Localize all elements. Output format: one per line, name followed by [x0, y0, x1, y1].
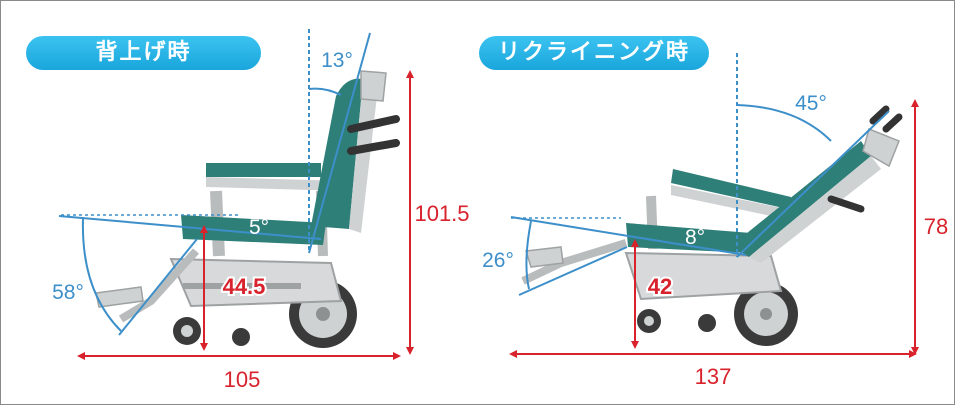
angle-label-seat-upright: 5°: [249, 216, 269, 239]
seat-height-upright: 44.5: [223, 274, 266, 299]
dimension-lines-upright: [77, 70, 414, 360]
angle-label-back-reclined: 45°: [795, 92, 827, 115]
panel-title-reclined: リクライニング時: [479, 36, 709, 70]
angle-label-back-upright: 13°: [321, 49, 353, 72]
total-length-reclined: 137: [695, 364, 732, 389]
angle-guides-upright: [58, 29, 371, 336]
angle-label-seat-reclined: 8°: [685, 226, 705, 249]
dimension-lines-reclined: [509, 99, 919, 358]
panel-title-upright: 背上げ時: [26, 36, 261, 70]
seat-height-reclined: 42: [648, 274, 672, 299]
total-height-upright: 101.5: [414, 201, 469, 226]
angle-label-leg-upright: 58°: [52, 281, 84, 304]
total-length-upright: 105: [224, 367, 261, 392]
total-height-reclined: 78: [924, 214, 948, 239]
angle-label-leg-reclined: 26°: [482, 249, 514, 272]
angle-guides-reclined: [510, 53, 890, 296]
